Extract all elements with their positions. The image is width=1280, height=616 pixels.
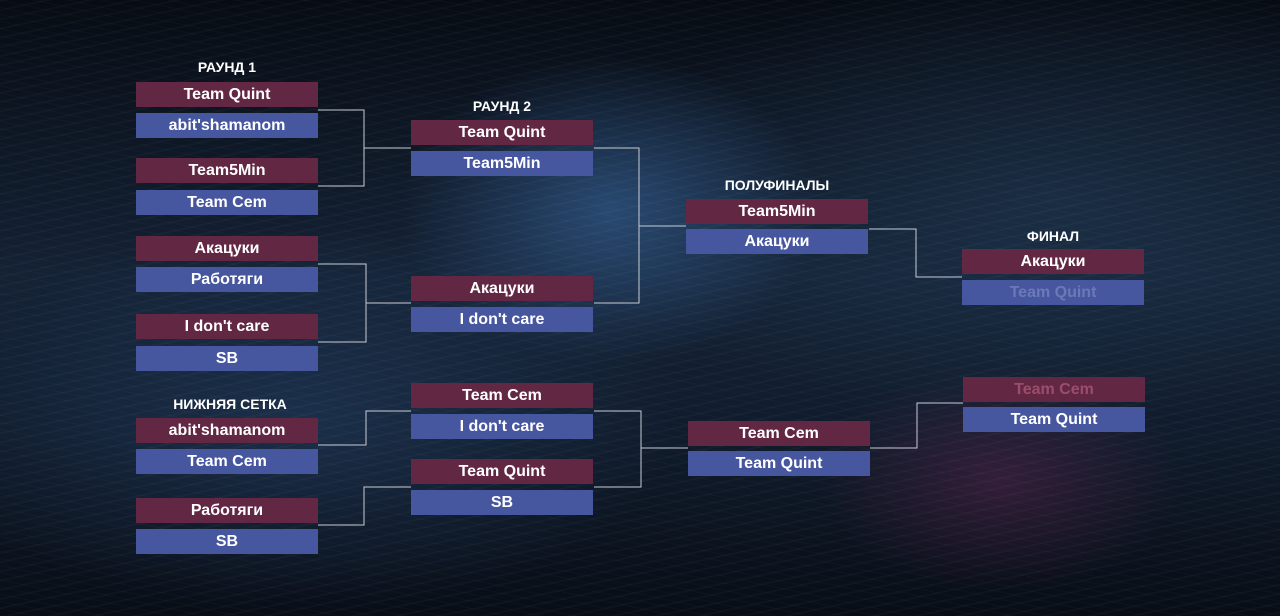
lower-r2-m2-team-b: SB bbox=[411, 490, 593, 515]
semifinals-label: ПОЛУФИНАЛЫ bbox=[724, 177, 830, 193]
r2-m2-team-b: I don't care bbox=[411, 307, 593, 332]
lower-semi-team-a: Team Cem bbox=[688, 421, 870, 446]
final-label: ФИНАЛ bbox=[1026, 228, 1080, 244]
semi-team-a: Team5Min bbox=[686, 199, 868, 224]
r1-m1-team-b: abit'shamanom bbox=[136, 113, 318, 138]
r2-m1-team-b: Team5Min bbox=[411, 151, 593, 176]
final-team-a: Акацуки bbox=[962, 249, 1144, 274]
lower-r1-m1-team-b: Team Cem bbox=[136, 449, 318, 474]
round2-label: РАУНД 2 bbox=[472, 98, 532, 114]
lower-r1-m1-team-a: abit'shamanom bbox=[136, 418, 318, 443]
r1-m4-team-b: SB bbox=[136, 346, 318, 371]
r1-m2-team-b: Team Cem bbox=[136, 190, 318, 215]
semi-team-b: Акацуки bbox=[686, 229, 868, 254]
lower-r2-m1-team-b: I don't care bbox=[411, 414, 593, 439]
r1-m2-team-a: Team5Min bbox=[136, 158, 318, 183]
lower-semi-team-b: Team Quint bbox=[688, 451, 870, 476]
lower-r1-m2-team-a: Работяги bbox=[136, 498, 318, 523]
lower-r2-m2-team-a: Team Quint bbox=[411, 459, 593, 484]
round1-label: РАУНД 1 bbox=[197, 59, 257, 75]
r2-m1-team-a: Team Quint bbox=[411, 120, 593, 145]
r1-m1-team-a: Team Quint bbox=[136, 82, 318, 107]
r2-m2-team-a: Акацуки bbox=[411, 276, 593, 301]
lower-final-team-b: Team Quint bbox=[963, 407, 1145, 432]
lower-bracket-label: НИЖНЯЯ СЕТКА bbox=[173, 396, 287, 412]
lower-final-team-a: Team Cem bbox=[963, 377, 1145, 402]
lower-r2-m1-team-a: Team Cem bbox=[411, 383, 593, 408]
lower-r1-m2-team-b: SB bbox=[136, 529, 318, 554]
r1-m3-team-b: Работяги bbox=[136, 267, 318, 292]
r1-m3-team-a: Акацуки bbox=[136, 236, 318, 261]
r1-m4-team-a: I don't care bbox=[136, 314, 318, 339]
final-team-b: Team Quint bbox=[962, 280, 1144, 305]
